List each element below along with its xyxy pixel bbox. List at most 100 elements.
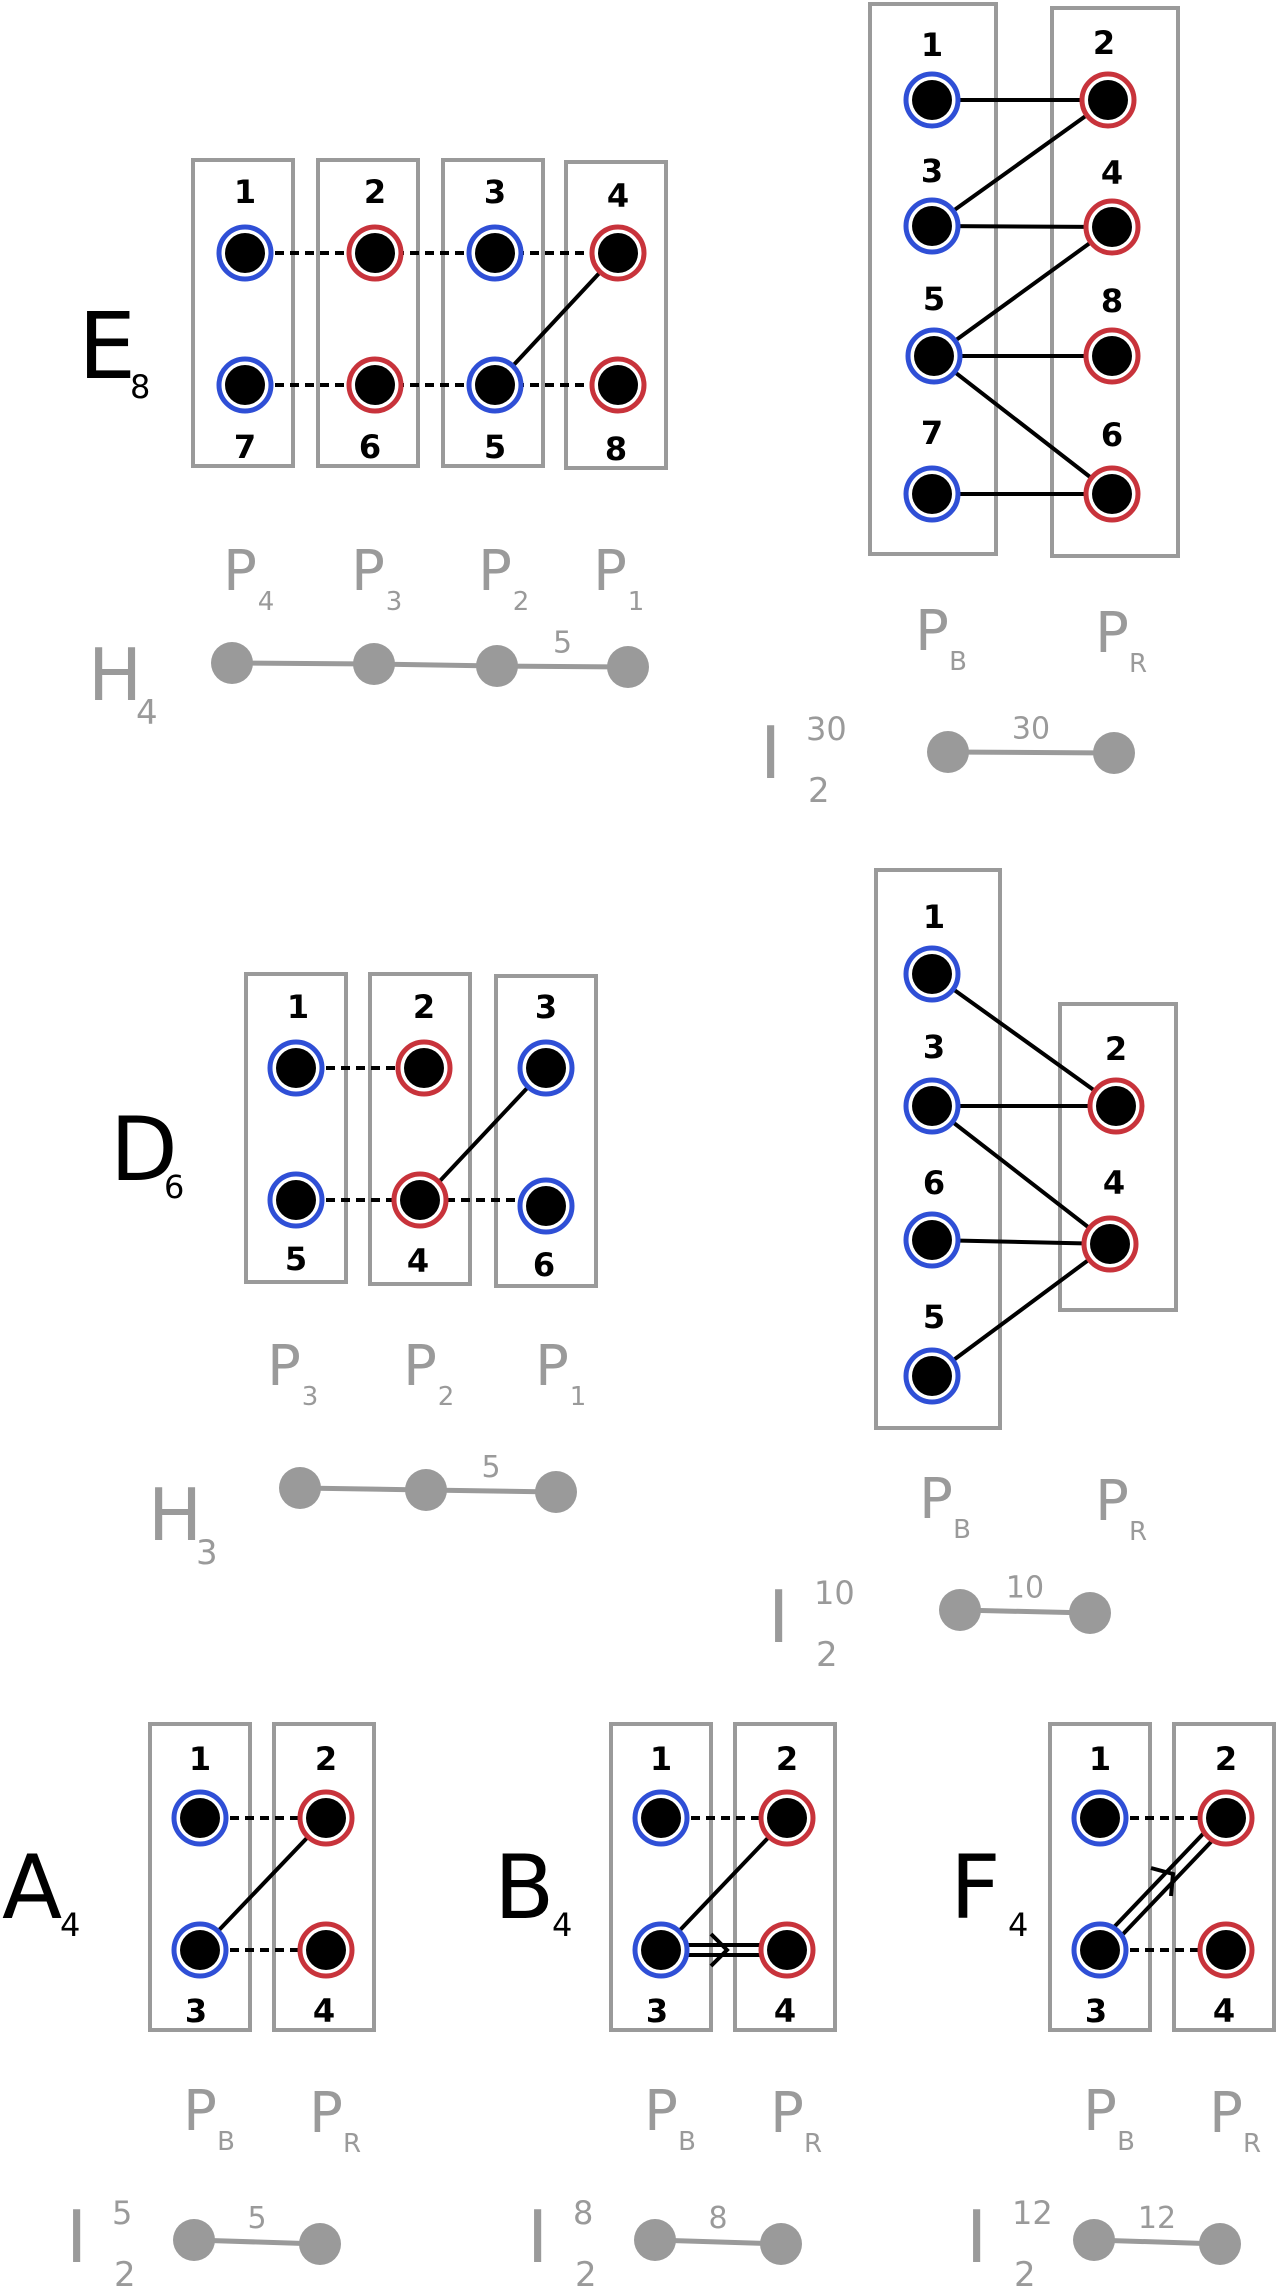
- column-label-p: P: [1209, 2081, 1243, 2146]
- node-dot: [767, 1930, 807, 1970]
- coxeter-symbol: I: [768, 1575, 789, 1659]
- column-label-sub: B: [953, 1515, 971, 1545]
- node-number: 3: [484, 173, 506, 211]
- node-dot: [1206, 1798, 1246, 1838]
- node-dot: [1092, 207, 1132, 247]
- column-label-sub: 2: [438, 1382, 455, 1412]
- node-dot: [1092, 336, 1132, 376]
- coxeter-node: [939, 1589, 981, 1631]
- coxeter-node: [173, 2219, 215, 2261]
- node-dot: [912, 1220, 952, 1260]
- diagram-name-sub: 8: [130, 368, 150, 406]
- node-dot: [180, 1930, 220, 1970]
- coxeter-node: [299, 2223, 341, 2265]
- node-number: 3: [646, 1992, 668, 2030]
- node-number: 2: [1215, 1740, 1237, 1778]
- column-box: [272, 1722, 376, 2032]
- column-label-p: P: [223, 539, 257, 604]
- edge: [931, 1238, 1111, 1246]
- column-label-sub: R: [343, 2129, 361, 2159]
- column-box: [244, 972, 348, 1284]
- column-box: [868, 2, 998, 556]
- column-label-p: P: [535, 1334, 569, 1399]
- node-number: 6: [359, 428, 381, 466]
- node-dot: [912, 1086, 952, 1126]
- column-label-sub: 3: [302, 1382, 319, 1412]
- coxeter-edge: [959, 1607, 1091, 1616]
- column-label-p: P: [183, 2079, 217, 2144]
- node-number: 2: [413, 988, 435, 1026]
- node-number: 5: [923, 280, 945, 318]
- diagram-name-sub: 4: [1008, 1906, 1028, 1944]
- column-label-sub: B: [949, 647, 967, 677]
- node-number: 2: [364, 173, 386, 211]
- coxeter-sub: 2: [816, 1635, 838, 1675]
- diagram-name: B: [494, 1836, 554, 1939]
- node-number: 1: [1089, 1740, 1111, 1778]
- coxeter-symbol: I: [66, 2195, 87, 2279]
- edge: [930, 1104, 1112, 1246]
- node-number: 1: [189, 1740, 211, 1778]
- node-number: 8: [1101, 282, 1123, 320]
- column-label-sub: R: [804, 2129, 822, 2159]
- column-label-p: P: [351, 539, 385, 604]
- coxeter-sup: 10: [814, 1574, 855, 1612]
- node-dot: [641, 1930, 681, 1970]
- coxeter-node: [353, 643, 395, 685]
- column-box: [1048, 1722, 1152, 2032]
- edge: [932, 354, 1114, 496]
- coxeter-edge-label: 5: [553, 626, 572, 661]
- node-number: 4: [407, 1242, 429, 1280]
- coxeter-node: [607, 646, 649, 688]
- column-label-p: P: [267, 1334, 301, 1399]
- coxeter-edge: [299, 1485, 427, 1493]
- node-number: 8: [605, 430, 627, 468]
- node-dot: [526, 1186, 566, 1226]
- node-dot: [225, 233, 265, 273]
- node-number: 1: [650, 1740, 672, 1778]
- column-box: [1058, 1002, 1178, 1312]
- node-number: 1: [923, 898, 945, 936]
- coxeter-edge-label: 8: [708, 2201, 727, 2236]
- column-label-sub: 2: [513, 587, 530, 617]
- coxeter-node: [1073, 2219, 1115, 2261]
- coxeter-edge: [947, 749, 1115, 756]
- coxeter-sup: 30: [806, 710, 847, 748]
- coxeter-node: [1199, 2223, 1241, 2265]
- node-dot: [355, 365, 395, 405]
- node-number: 1: [921, 26, 943, 64]
- coxeter-sub: 4: [136, 693, 158, 733]
- edge: [931, 224, 1113, 229]
- column-box: [148, 1722, 252, 2032]
- coxeter-node: [211, 642, 253, 684]
- node-number: 2: [315, 1740, 337, 1778]
- node-number: 5: [923, 1298, 945, 1336]
- coxeter-edge-label: 5: [481, 1450, 500, 1485]
- coxeter-node: [760, 2223, 802, 2265]
- node-number: 4: [1101, 154, 1123, 192]
- column-label-sub: R: [1129, 649, 1147, 679]
- node-number: 3: [535, 988, 557, 1026]
- coxeter-symbol: I: [966, 2195, 987, 2279]
- node-dot: [1092, 474, 1132, 514]
- coxeter-symbol: H: [88, 633, 142, 717]
- coxeter-symbol: I: [527, 2195, 548, 2279]
- crossing-edge: [420, 1066, 548, 1202]
- diagram-name: D: [110, 1098, 178, 1201]
- node-dot: [225, 365, 265, 405]
- coxeter-node: [927, 731, 969, 773]
- node-number: 7: [921, 414, 943, 452]
- coxeter-sup: 8: [573, 2194, 593, 2232]
- coxeter-edge: [496, 663, 629, 670]
- column-box: [191, 158, 295, 468]
- coxeter-symbol: I: [760, 711, 781, 795]
- coxeter-sub: 2: [808, 771, 830, 811]
- coxeter-edge: [231, 660, 375, 667]
- coxeter-node: [634, 2219, 676, 2261]
- double-edge: [1102, 1820, 1232, 1956]
- node-dot: [526, 1048, 566, 1088]
